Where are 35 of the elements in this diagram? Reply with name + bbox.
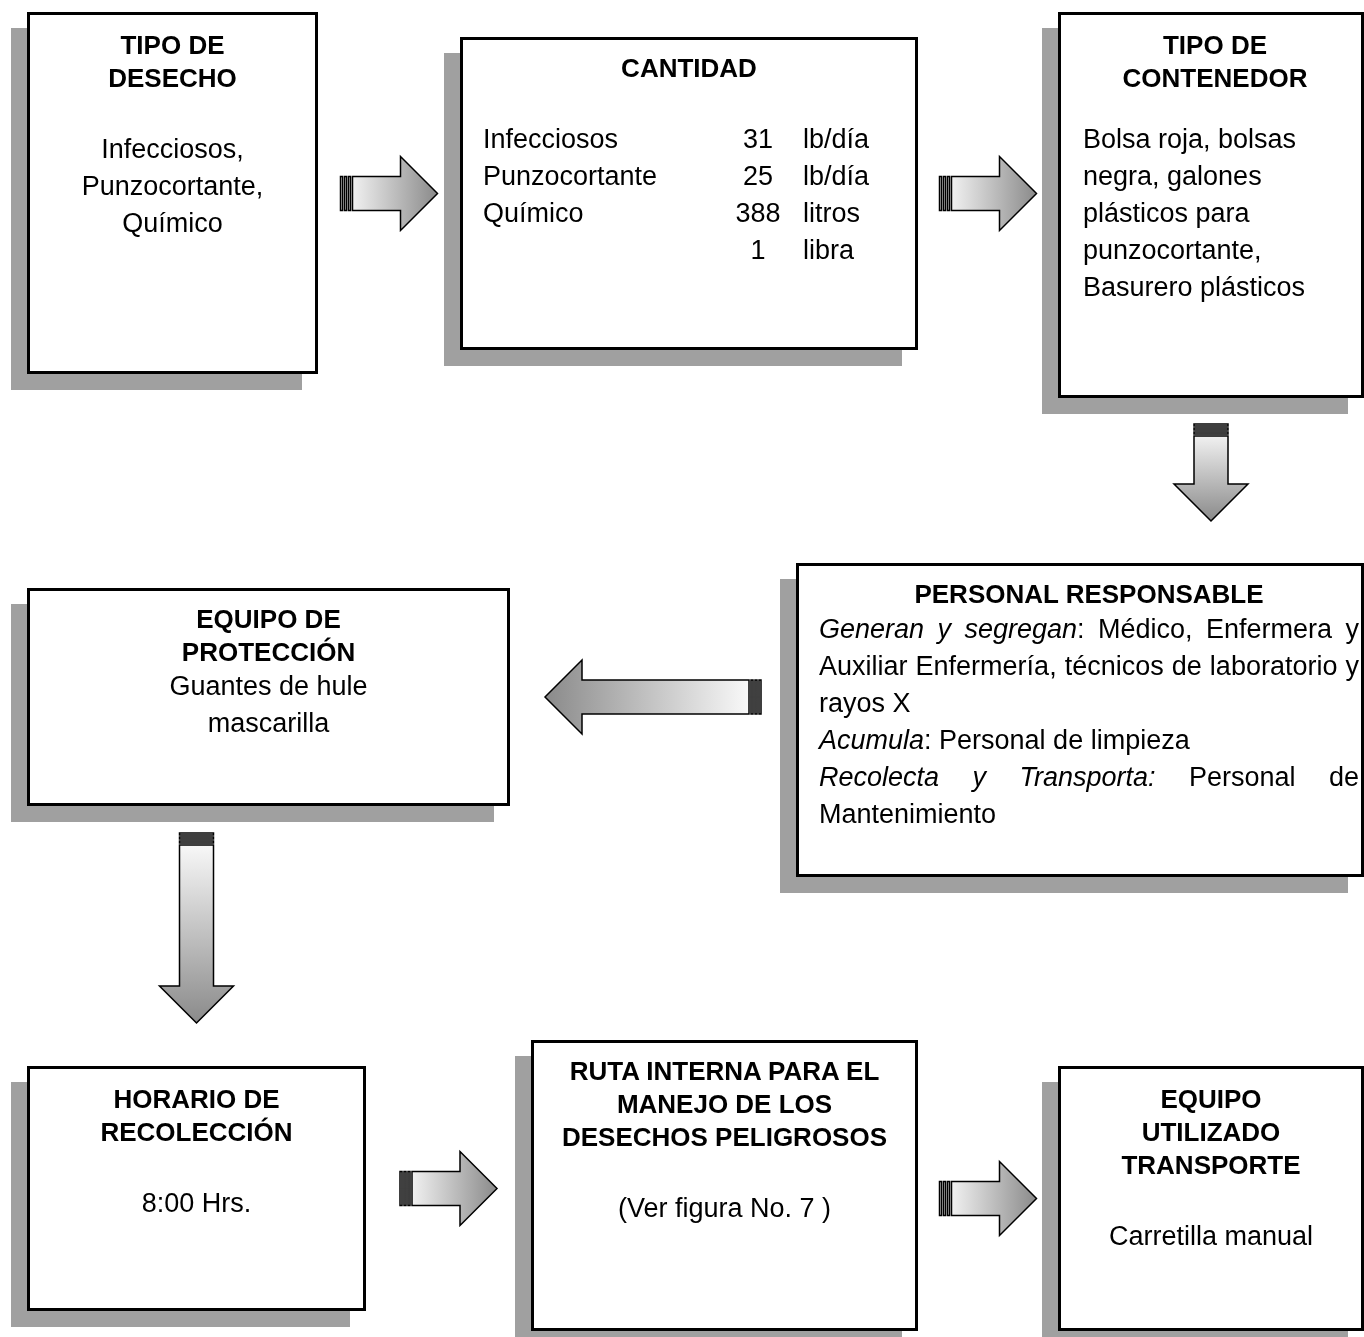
box-text: 8:00 Hrs. [140,1187,253,1220]
block-arrow [543,658,762,736]
box-text: Recolecta y Transporta: Personal de Mantenimiento [819,761,1359,831]
box-heading: HORARIO DE RECOLECCIÓN [99,1083,294,1149]
table-cell-text: libra [803,234,856,267]
block-arrow [938,1159,1038,1238]
box-heading: EQUIPO UTILIZADO TRANSPORTE [1120,1083,1302,1182]
box-text: Infecciosos, Punzocortante, Químico [80,133,265,240]
block-arrow [1172,423,1250,523]
table-cell-text: Punzocortante [483,160,659,193]
table-cell-text: Químico [483,197,585,230]
table-cell-text: 388 [734,197,782,230]
table-cell-text: lb/día [803,160,871,193]
box-text: Acumula: Personal de limpieza [819,724,1191,757]
box-heading: EQUIPO DE PROTECCIÓN [180,603,357,669]
table-cell-text: Infecciosos [483,123,620,156]
table-cell-text: 1 [749,234,767,267]
box-text: Carretilla manual [1107,1220,1315,1253]
box-heading: TIPO DE DESECHO [107,29,238,95]
table-cell-text: lb/día [803,123,871,156]
box-heading: PERSONAL RESPONSABLE [914,578,1264,611]
block-arrow [399,1149,499,1228]
box-heading: RUTA INTERNA PARA EL MANEJO DE LOS DESECHOS PELIGROSOS [560,1055,889,1154]
table-cell-text: 25 [741,160,774,193]
table-cell-text: litros [803,197,861,230]
box-heading: CANTIDAD [621,52,757,85]
box-text: Bolsa roja, bolsas negra, galones plásticos para punzocortante, Basurero plásticos [1083,123,1307,304]
box-text: Generan y segregan: Médico, Enfermera y Auxiliar Enfermería, técnicos de laboratorio y rayos X [819,613,1359,720]
block-arrow [938,154,1038,233]
box-text: Guantes de hule mascarilla [168,670,369,740]
box-heading: TIPO DE CONTENEDOR [1121,29,1309,95]
box-text: (Ver figura No. 7 ) [616,1192,833,1225]
block-arrow [339,154,439,233]
table-cell-text: 31 [741,123,774,156]
block-arrow [157,832,236,1025]
